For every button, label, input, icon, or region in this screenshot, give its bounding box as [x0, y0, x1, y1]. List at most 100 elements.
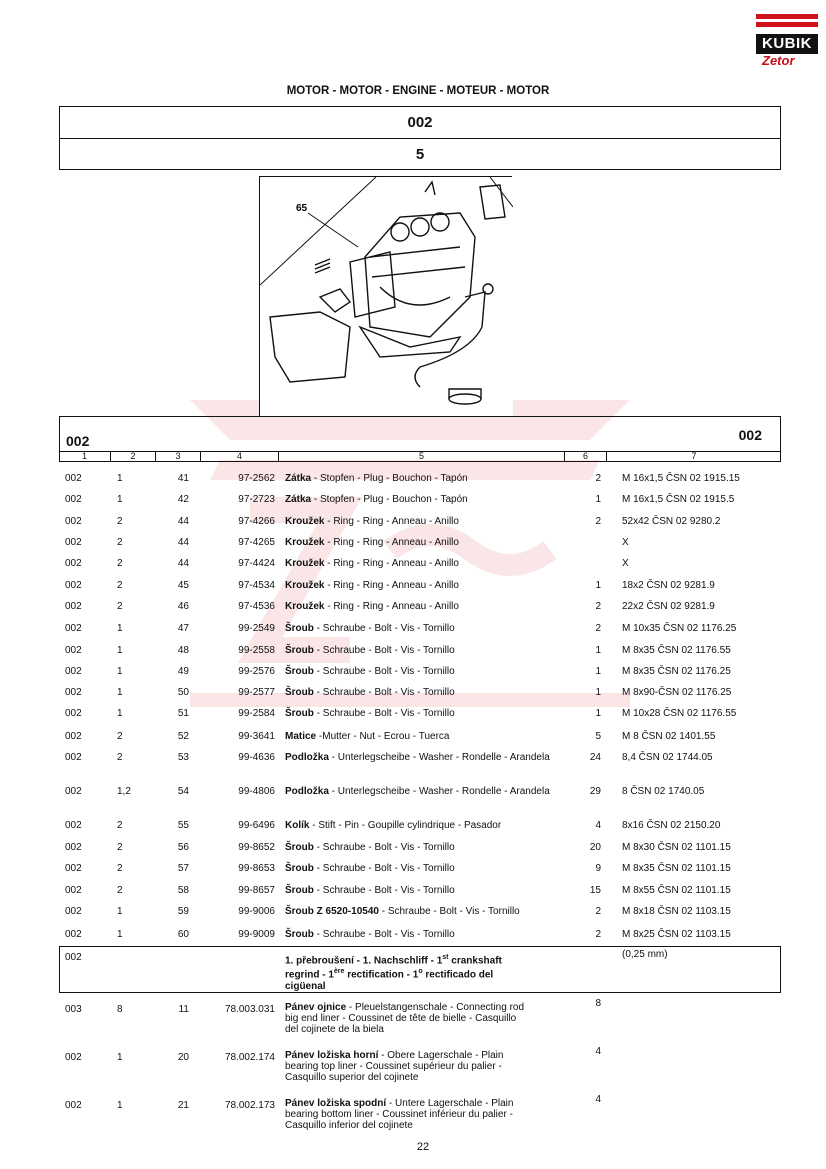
- part-translations: - Schraube - Bolt - Vis - Tornillo: [313, 863, 455, 874]
- cell-group: 002: [65, 786, 82, 797]
- cell-group: 002: [65, 494, 82, 505]
- cell-group: 002: [65, 731, 82, 742]
- part-translations: - Unterlegscheibe - Washer - Rondelle - …: [328, 752, 550, 763]
- part-name: Šroub: [285, 666, 314, 677]
- cell-description: Kolík - Stift - Pin - Goupille cylindriq…: [285, 820, 575, 831]
- cell-description: Šroub - Schraube - Bolt - Vis - Tornillo: [285, 885, 575, 896]
- cell-part-number: 97-2723: [238, 494, 275, 505]
- cell-description: Šroub - Schraube - Bolt - Vis - Tornillo: [285, 687, 575, 698]
- part-name: Zátka: [285, 494, 312, 505]
- cell-description: Šroub - Schraube - Bolt - Vis - Tornillo: [285, 623, 575, 634]
- cell-norm: 18x2 ČSN 02 9281.9: [622, 580, 715, 591]
- cell-quantity: 2: [595, 929, 601, 940]
- cell-part-number: 78.002.173: [224, 1100, 275, 1111]
- cell-quantity: 5: [595, 731, 601, 742]
- cell-part-number: 97-2562: [238, 473, 275, 484]
- cell-description: Pánev ložiska spodní - Untere Lagerschal…: [285, 1098, 575, 1131]
- part-translations: - Schraube - Bolt - Vis - Tornillo: [313, 623, 455, 634]
- cell-quantity: 1: [595, 708, 601, 719]
- cell-group: 002: [65, 1100, 82, 1111]
- cell-part-number: 78.003.031: [224, 1004, 275, 1015]
- cell-norm: M 8x25 ČSN 02 1103.15: [622, 929, 731, 940]
- desc-line: del cojinete de la biela: [285, 1024, 384, 1035]
- cell-group: 003: [65, 1004, 82, 1015]
- engine-illustration: 65: [259, 176, 514, 417]
- cell-norm: 52x42 ČSN 02 9280.2: [622, 516, 721, 527]
- cell-quantity: 2: [595, 906, 601, 917]
- group-label-right: 002: [738, 427, 762, 443]
- part-name: Pánev ložiska spodní: [285, 1098, 387, 1109]
- desc-line: big end liner - Coussinet de tête de bie…: [285, 1013, 517, 1024]
- cell-position: 21: [177, 1100, 189, 1111]
- cell-group: 002: [65, 623, 82, 634]
- cell-quantity: 4: [595, 1094, 601, 1105]
- note-line: crankshaft: [448, 955, 502, 967]
- cell-part-number: 99-2584: [238, 708, 275, 719]
- desc-line: bearing top liner - Coussinet supérieur …: [285, 1061, 502, 1072]
- part-translations: - Unterlegscheibe - Washer - Rondelle - …: [328, 786, 550, 797]
- cell-part-number: 97-4424: [238, 558, 275, 569]
- cell-col2: 2: [117, 558, 123, 569]
- cell-norm: 8,4 ČSN 02 1744.05: [622, 752, 713, 763]
- cell-position: 47: [177, 623, 189, 634]
- part-translations: - Schraube - Bolt - Vis - Tornillo: [313, 645, 455, 656]
- part-translations: - Ring - Ring - Anneau - Anillo: [324, 580, 459, 591]
- cell-col2: 1: [117, 623, 123, 634]
- part-translations: - Schraube - Bolt - Vis - Tornillo: [313, 666, 455, 677]
- logo-stripe: [756, 14, 818, 19]
- part-name: Šroub: [285, 863, 314, 874]
- note-sup: o: [418, 968, 423, 976]
- cell-group: 002: [65, 842, 82, 853]
- cell-description: Kroužek - Ring - Ring - Anneau - Anillo: [285, 601, 575, 612]
- cell-quantity: 1: [595, 666, 601, 677]
- cell-norm: M 8x90-ČSN 02 1176.25: [622, 687, 732, 698]
- part-name: Šroub: [285, 885, 314, 896]
- part-name: Matice: [285, 731, 317, 742]
- cell-position: 50: [177, 687, 189, 698]
- cell-col2: 1: [117, 687, 123, 698]
- cell-col2: 2: [117, 516, 123, 527]
- part-name: Kroužek: [285, 516, 325, 527]
- sheet-number: 5: [60, 138, 780, 169]
- cell-col2: 1: [117, 1052, 123, 1063]
- page-number: 22: [416, 1141, 430, 1153]
- cell-quantity: 2: [595, 623, 601, 634]
- cell-col2: 8: [117, 1004, 123, 1015]
- cell-col2: 2: [117, 842, 123, 853]
- col-5: 5: [279, 451, 565, 462]
- cell-norm: M 16x1,5 ČSN 02 1915.15: [622, 473, 740, 484]
- cell-description: Kroužek - Ring - Ring - Anneau - Anillo: [285, 558, 575, 569]
- cell-position: 59: [177, 906, 189, 917]
- cell-position: 58: [177, 885, 189, 896]
- cell-norm: M 8x30 ČSN 02 1101.15: [622, 842, 731, 853]
- cell-position: 44: [177, 537, 189, 548]
- part-name: Podložka: [285, 786, 329, 797]
- cell-position: 56: [177, 842, 189, 853]
- cell-position: 57: [177, 863, 189, 874]
- note-line: rectification - 1: [344, 969, 419, 981]
- part-translations: - Ring - Ring - Anneau - Anillo: [324, 601, 459, 612]
- cell-position: 51: [177, 708, 189, 719]
- part-name: Pánev ložiska horní: [285, 1050, 379, 1061]
- part-name: Kroužek: [285, 601, 325, 612]
- cell-description: Šroub Z 6520-10540 - Schraube - Bolt - V…: [285, 906, 575, 917]
- cell-norm: M 8x35 ČSN 02 1176.25: [622, 666, 731, 677]
- cell-part-number: 99-9006: [238, 906, 275, 917]
- cell-position: 60: [177, 929, 189, 940]
- cell-part-number: 99-3641: [238, 731, 275, 742]
- cell-col2: 2: [117, 752, 123, 763]
- cell-description: Zátka - Stopfen - Plug - Bouchon - Tapón: [285, 473, 575, 484]
- cell-group: 002: [65, 580, 82, 591]
- cell-part-number: 99-2577: [238, 687, 275, 698]
- desc-line: Casquillo superior del cojinete: [285, 1072, 419, 1083]
- col-7: 7: [691, 451, 697, 461]
- part-name: Pánev ojnice: [285, 1002, 347, 1013]
- cell-group: 002: [65, 516, 82, 527]
- col-1: 1: [59, 451, 111, 462]
- cell-quantity: 29: [589, 786, 601, 797]
- engine-block-drawing: 65 65: [259, 176, 514, 417]
- cell-part-number: 99-2549: [238, 623, 275, 634]
- cell-quantity: 2: [595, 473, 601, 484]
- col-4: 4: [201, 451, 279, 462]
- cell-position: 44: [177, 516, 189, 527]
